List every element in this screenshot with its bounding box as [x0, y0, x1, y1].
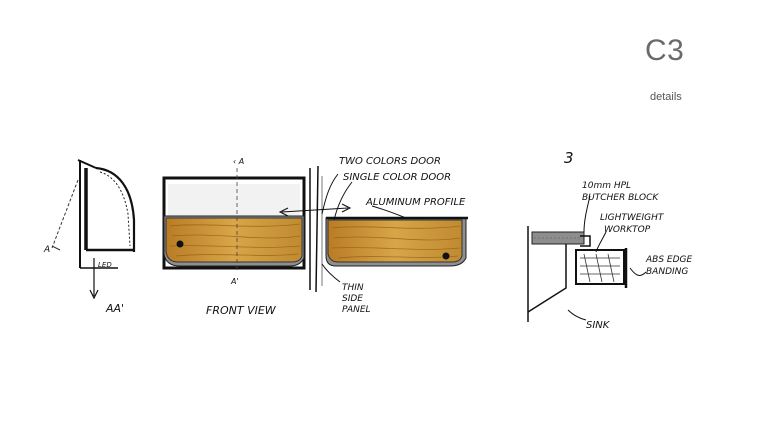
worktop-hatch [580, 253, 620, 283]
leader-thin-panel [321, 263, 341, 283]
section-label: AA' [105, 302, 124, 315]
front-view-title: FRONT VIEW [206, 304, 277, 317]
label-thin: THIN [342, 283, 364, 293]
leader-aluminium [371, 205, 407, 219]
right-door-wood [327, 219, 463, 263]
door-arrow-right-head [341, 203, 352, 213]
leader-worktop [595, 231, 607, 253]
detail-3-sketch: 3 10mm HPL BUTCHER BLOCK LIGHTWEIGHT WOR… [527, 149, 692, 331]
label-side: SIDE [342, 294, 363, 304]
led-arrow-head [89, 289, 99, 300]
leader-abs [629, 267, 647, 276]
label-lightweight-1: LIGHTWEIGHT [600, 213, 665, 223]
label-single-color-door: SINGLE COLOR DOOR [343, 172, 451, 183]
leader-single-color [333, 181, 353, 221]
right-handle-dot [442, 252, 450, 260]
section-sketch: A LED AA' [43, 159, 136, 315]
left-door-wood [165, 217, 303, 263]
mark-top: ‹ A [233, 157, 244, 166]
detail-number: 3 [564, 149, 574, 167]
cabinet-curve-line [95, 166, 136, 252]
door-swing-line [51, 179, 79, 249]
label-two-colors-door: TWO COLORS DOOR [339, 156, 441, 167]
front-view-sketch: ‹ A A' TWO COLORS DOOR SINGLE COLOR DOOR… [162, 156, 468, 317]
swing-tick [51, 245, 61, 251]
label-abs-1: ABS EDGE [645, 255, 692, 265]
leader-two-colors [321, 173, 339, 215]
mark-bottom: A' [230, 277, 239, 286]
left-handle-dot [176, 240, 184, 248]
label-abs-2: BANDING [646, 267, 688, 277]
label-panel: PANEL [342, 305, 371, 315]
left-cabinet-upper [168, 184, 300, 216]
top-line [77, 159, 97, 169]
door-arrow-left-head [278, 207, 289, 217]
hpl-edge [580, 235, 591, 247]
sink-outline [527, 244, 567, 313]
label-aluminium-profile: ALUMINUM PROFILE [365, 197, 466, 208]
label-sink: SINK [586, 320, 611, 331]
page-title: C3 [645, 34, 685, 67]
leader-sink [567, 309, 587, 321]
left-wood-grain [169, 223, 301, 257]
worktop-body [575, 249, 625, 285]
label-hpl-2: BUTCHER BLOCK [582, 193, 659, 203]
led-label: LED [98, 261, 112, 269]
label-hpl-1: 10mm HPL [582, 181, 631, 191]
leader-hpl [583, 195, 591, 233]
side-panel-line-2 [315, 165, 319, 293]
page-subtitle: details [650, 91, 682, 103]
cut-mark-label: A [43, 245, 50, 255]
label-lightweight-2: WORKTOP [604, 225, 651, 235]
cabinet-hatch-line [99, 171, 131, 247]
